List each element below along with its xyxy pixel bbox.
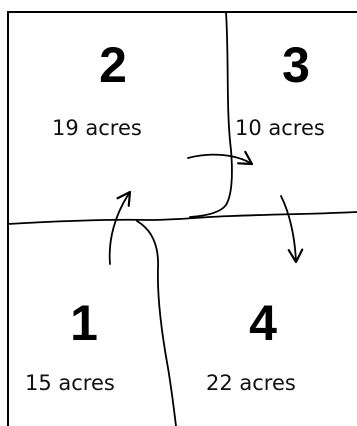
arrow-1-to-2 <box>108 190 132 265</box>
arrow-3-to-4 <box>280 195 304 264</box>
plot-4-number: 4 <box>249 295 277 351</box>
boundary-horizontal <box>7 211 357 225</box>
boundary-2-3 <box>189 11 233 218</box>
plot-4-area: 22 acres <box>206 371 296 395</box>
plot-3-number: 3 <box>282 37 310 93</box>
plot-1-number: 1 <box>70 295 98 351</box>
plot-3-area: 10 acres <box>235 116 325 140</box>
plot-2-number: 2 <box>99 37 127 93</box>
plot-1-area: 15 acres <box>25 371 115 395</box>
boundary-1-4 <box>136 220 177 426</box>
outer-border <box>7 11 357 426</box>
plot-2-area: 19 acres <box>52 116 142 140</box>
arrow-2-to-3 <box>187 150 254 166</box>
